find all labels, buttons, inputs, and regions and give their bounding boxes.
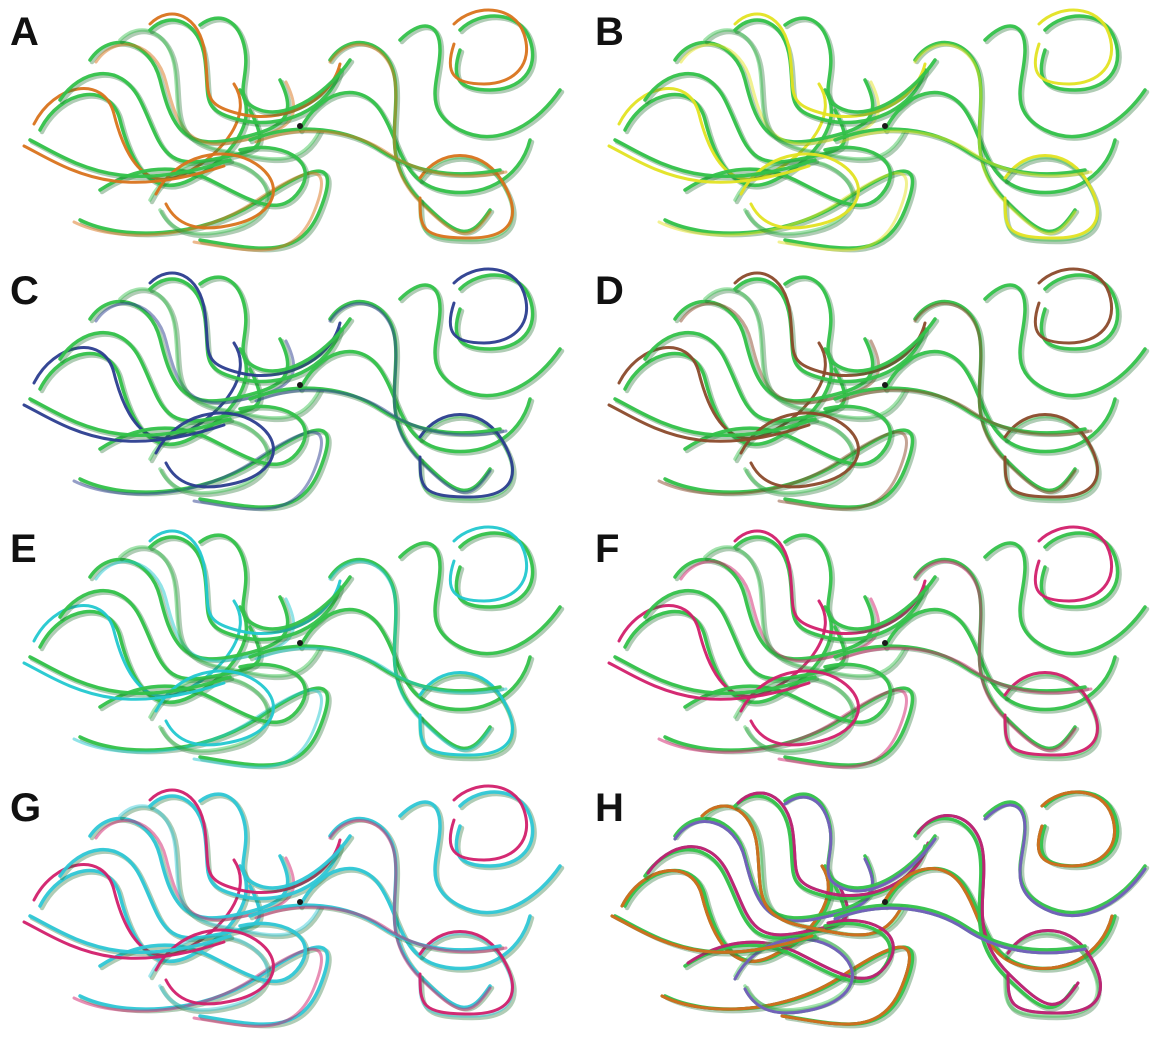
backbone-overlay-e	[0, 517, 584, 775]
backbone-overlay-d	[585, 259, 1169, 517]
base-strand	[300, 93, 530, 193]
panel-label: D	[595, 271, 624, 311]
panel-d: D	[585, 259, 1169, 517]
base-strand	[300, 869, 530, 969]
central-node	[297, 640, 303, 646]
overlay-strand	[882, 869, 1112, 969]
overlay-strand	[450, 527, 526, 601]
overlay-strand	[450, 10, 526, 84]
central-node	[882, 640, 888, 646]
backbone-overlay-g	[0, 776, 584, 1034]
base-strand	[885, 610, 1115, 710]
overlay-strand	[1035, 269, 1111, 343]
panel-b: B	[585, 0, 1169, 258]
panel-c: C	[0, 259, 584, 517]
central-node	[297, 899, 303, 905]
backbone-overlay-a	[0, 0, 584, 258]
base-strand	[300, 352, 530, 452]
panel-g: G	[0, 776, 584, 1034]
central-node	[882, 123, 888, 129]
central-node	[297, 382, 303, 388]
base-strand	[705, 806, 905, 935]
backbone-overlay-f	[585, 517, 1169, 775]
panel-label: A	[10, 12, 39, 52]
overlay-strand	[450, 786, 526, 860]
base-strand	[885, 352, 1115, 452]
overlay-strand	[1035, 10, 1111, 84]
central-node	[882, 899, 888, 905]
backbone-overlay-h	[585, 776, 1169, 1034]
panel-e: E	[0, 517, 584, 775]
panel-f: F	[585, 517, 1169, 775]
base-strand	[885, 93, 1115, 193]
panel-h: H	[585, 776, 1169, 1034]
base-strand	[300, 610, 530, 710]
panel-label: C	[10, 271, 39, 311]
central-node	[882, 382, 888, 388]
backbone-overlay-b	[585, 0, 1169, 258]
backbone-overlay-c	[0, 259, 584, 517]
panel-label: G	[10, 788, 41, 828]
panel-a: A	[0, 0, 584, 258]
central-node	[297, 123, 303, 129]
panel-label: H	[595, 788, 624, 828]
overlay-strand	[450, 269, 526, 343]
panel-label: B	[595, 12, 624, 52]
panel-label: F	[595, 529, 619, 569]
overlay-strand	[1035, 527, 1111, 601]
panel-label: E	[10, 529, 37, 569]
strand-shadow	[987, 804, 1147, 914]
